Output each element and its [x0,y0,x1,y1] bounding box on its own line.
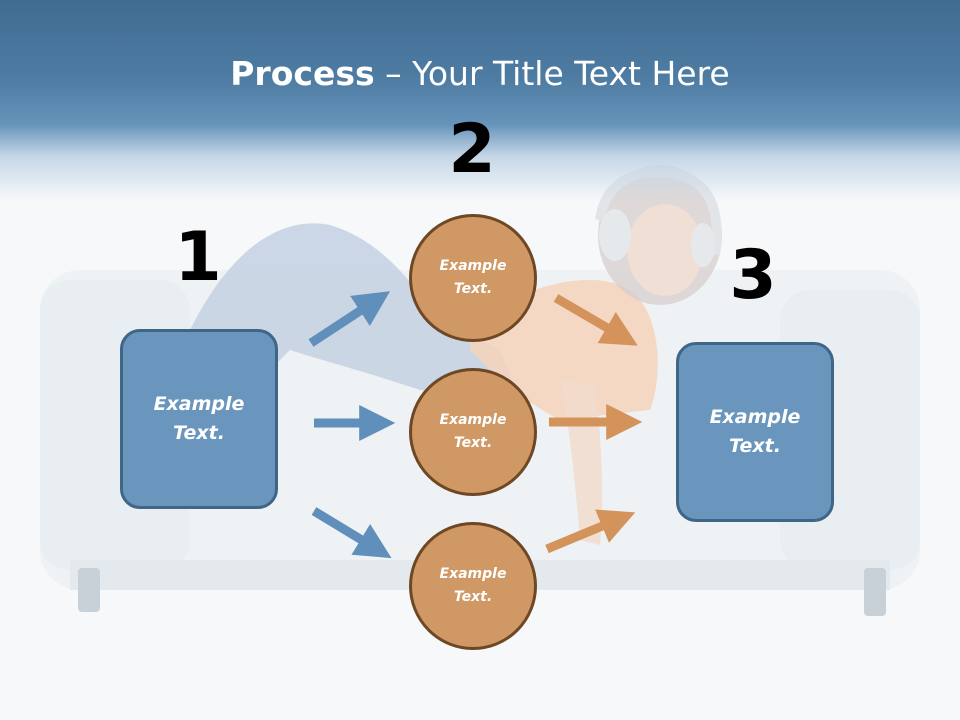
arrow-from-circle-top [553,294,638,346]
arrow-to-circle-bottom [311,507,392,559]
process-circle-top: Example Text. [409,214,537,342]
process-box-left: Example Text. [120,329,278,509]
header-band [0,0,960,200]
process-circle-middle-text: Example Text. [439,412,507,451]
title-rest: – Your Title Text Here [374,54,730,93]
process-circle-top-text: Example Text. [439,258,507,297]
arrow-from-circle-bottom [545,509,636,554]
step-number-2: 2 [448,110,496,189]
process-box-right: Example Text. [676,342,834,522]
title-bold: Process [230,54,375,93]
step-number-3: 3 [729,236,777,315]
process-circle-bottom-text: Example Text. [439,566,507,605]
process-circle-middle: Example Text. [409,368,537,496]
step-number-1: 1 [174,218,222,297]
process-box-left-text: Example Text. [153,393,245,444]
slide-title: Process – Your Title Text Here [0,52,960,96]
process-box-right-text: Example Text. [709,406,801,457]
arrow-to-circle-top [308,291,391,347]
process-circle-bottom: Example Text. [409,522,537,650]
